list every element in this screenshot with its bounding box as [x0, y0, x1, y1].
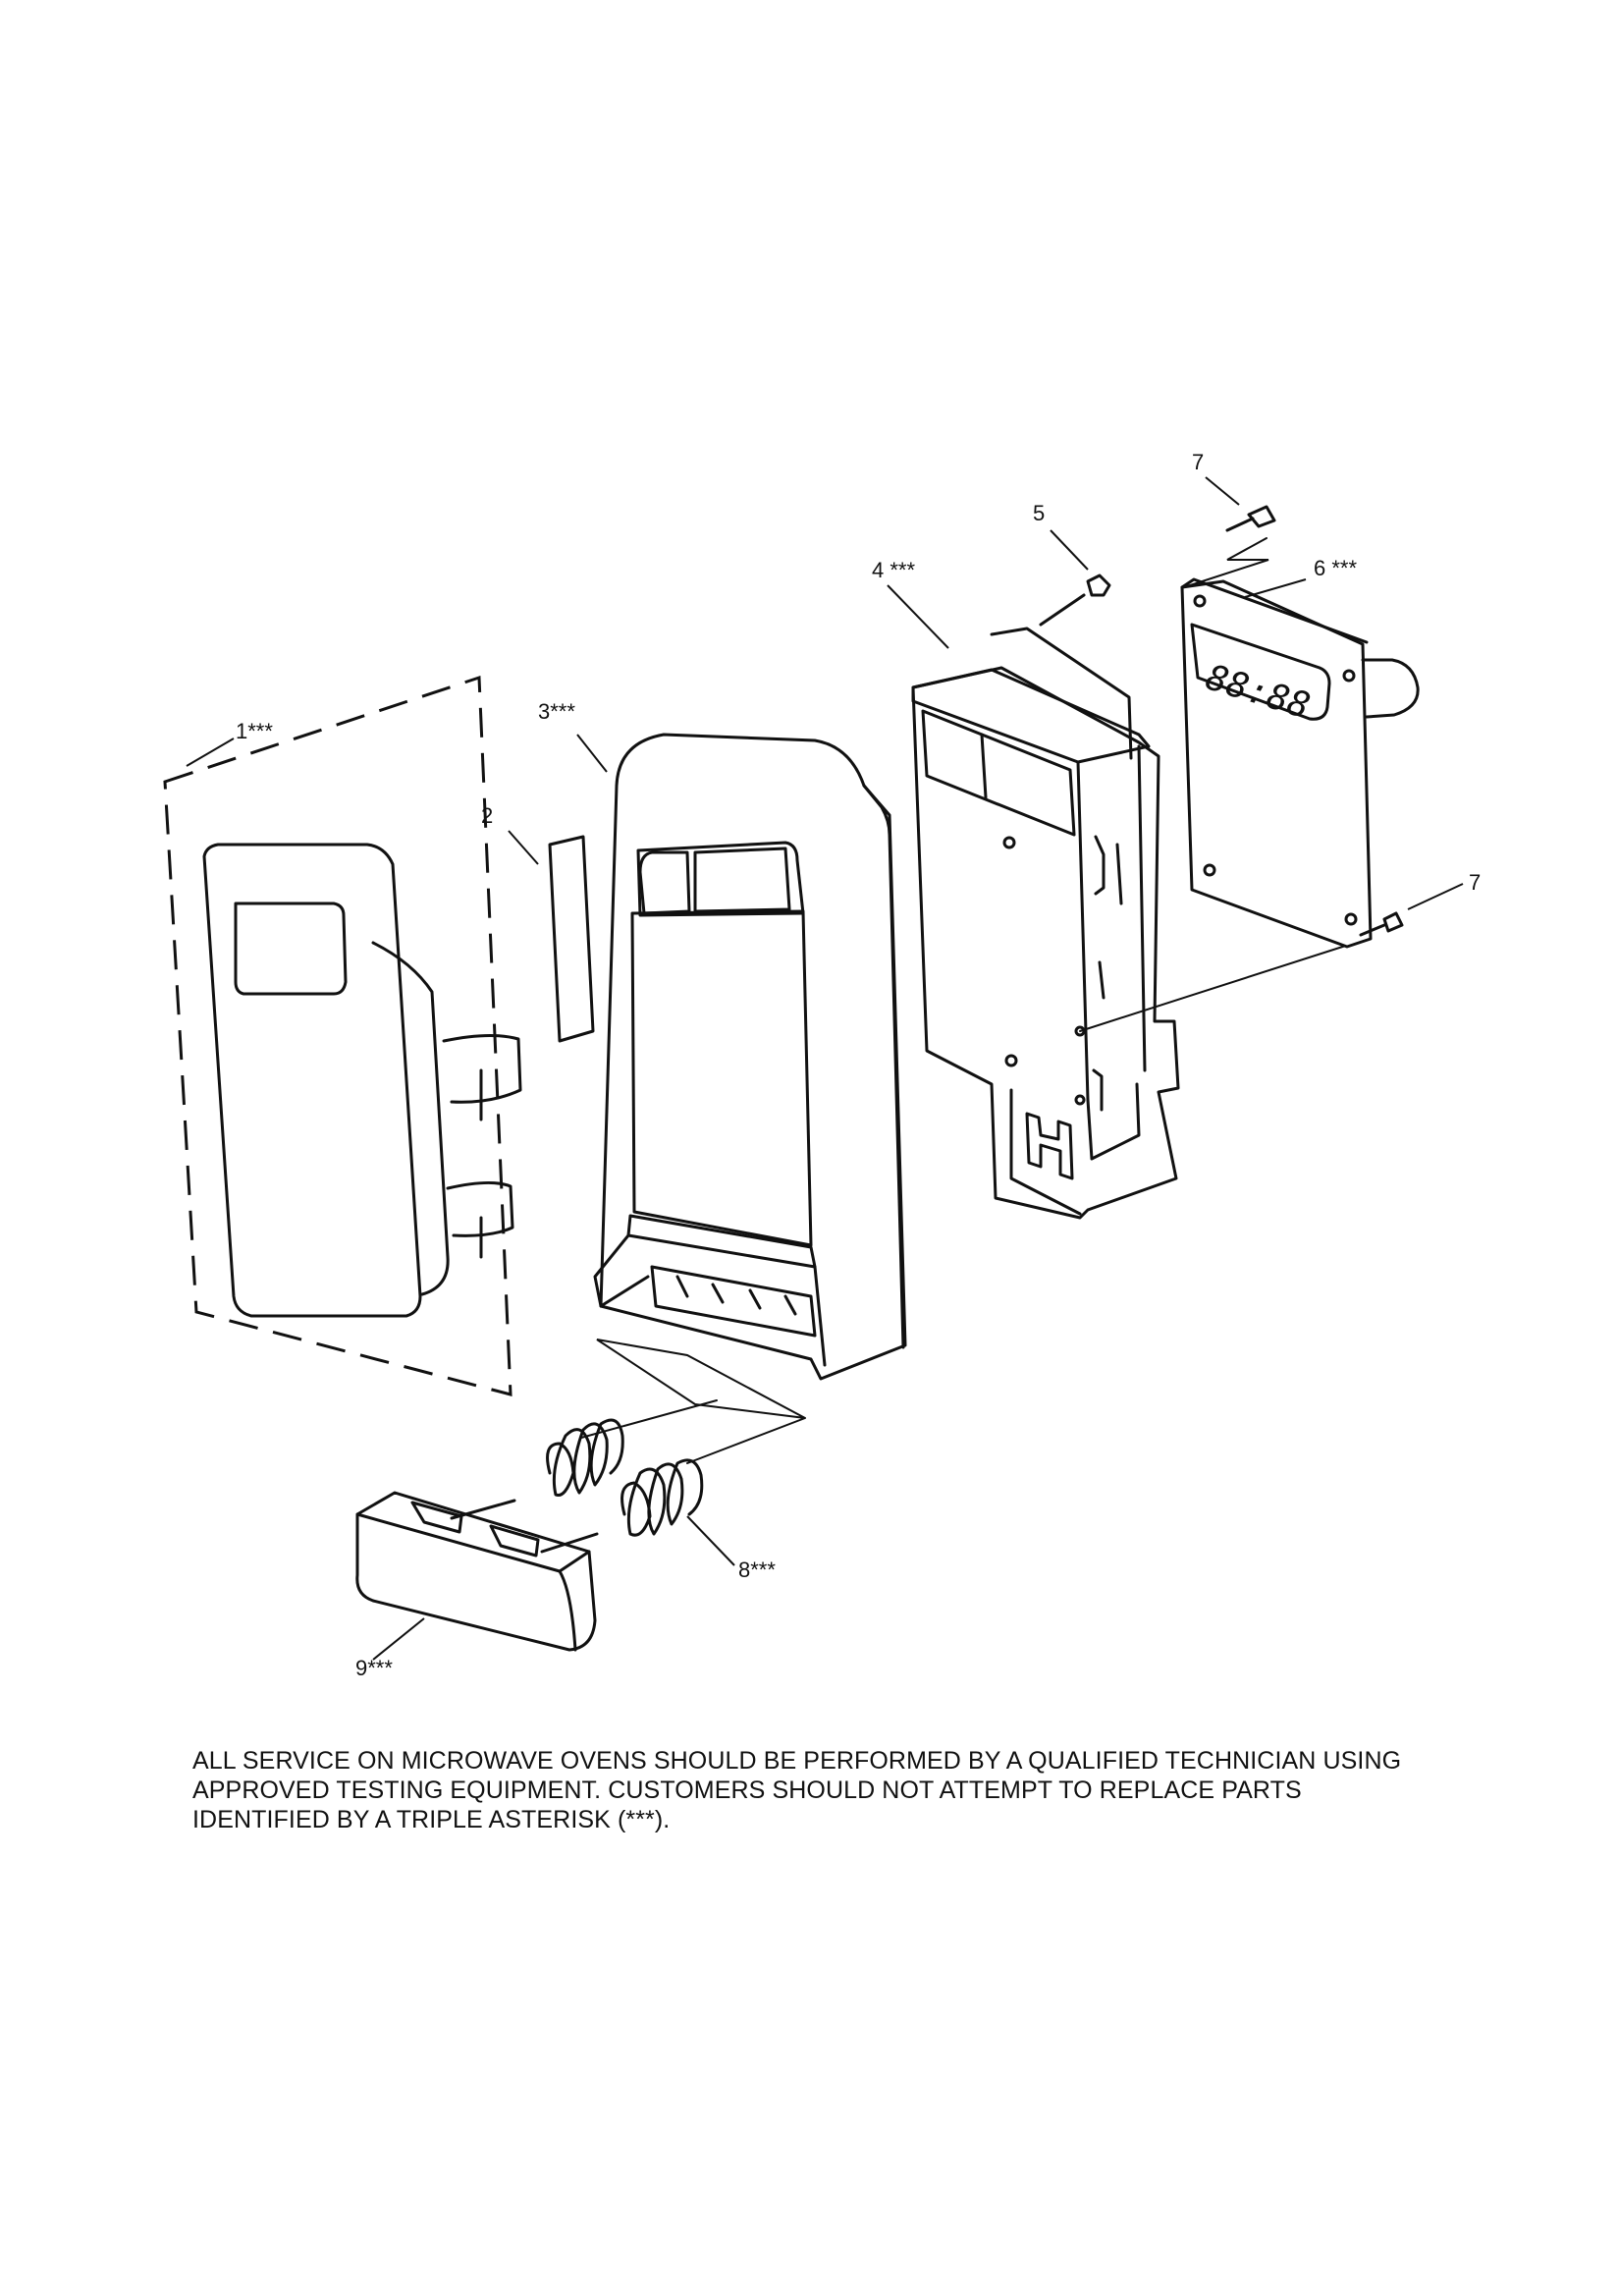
- callout-7-top: 7: [1192, 450, 1204, 474]
- part-8-springs: [546, 1339, 806, 1537]
- part-9-latch-button: [355, 1491, 599, 1652]
- service-warning-line-3: IDENTIFIED BY A TRIPLE ASTERISK (***).: [192, 1806, 671, 1833]
- callout-8: 8***: [738, 1558, 776, 1582]
- part-7-screws: [1183, 505, 1404, 937]
- part-6-display-board: 88:88: [1180, 577, 1420, 949]
- callout-1: 1***: [236, 719, 273, 743]
- part-3-front-frame: [593, 733, 907, 1381]
- service-warning-line-2: APPROVED TESTING EQUIPMENT. CUSTOMERS SH…: [192, 1777, 1302, 1804]
- callout-4: 4 ***: [872, 558, 915, 582]
- part-1-panel-overlay: [163, 675, 522, 1396]
- callout-9: 9***: [355, 1656, 393, 1680]
- service-warning-line-1: ALL SERVICE ON MICROWAVE OVENS SHOULD BE…: [192, 1747, 1402, 1775]
- callout-5: 5: [1033, 501, 1045, 525]
- part-4-control-board: [911, 627, 1356, 1220]
- callout-2: 2: [481, 803, 493, 828]
- part-2-strip: [548, 835, 595, 1043]
- service-warning-note: ALL SERVICE ON MICROWAVE OVENS SHOULD BE…: [192, 1746, 1567, 1834]
- callout-3: 3***: [538, 699, 575, 724]
- callout-7-right: 7: [1469, 870, 1481, 895]
- leader-lines: [186, 476, 1464, 1661]
- callout-6: 6 ***: [1314, 556, 1357, 580]
- part-5-screw: [1039, 574, 1111, 627]
